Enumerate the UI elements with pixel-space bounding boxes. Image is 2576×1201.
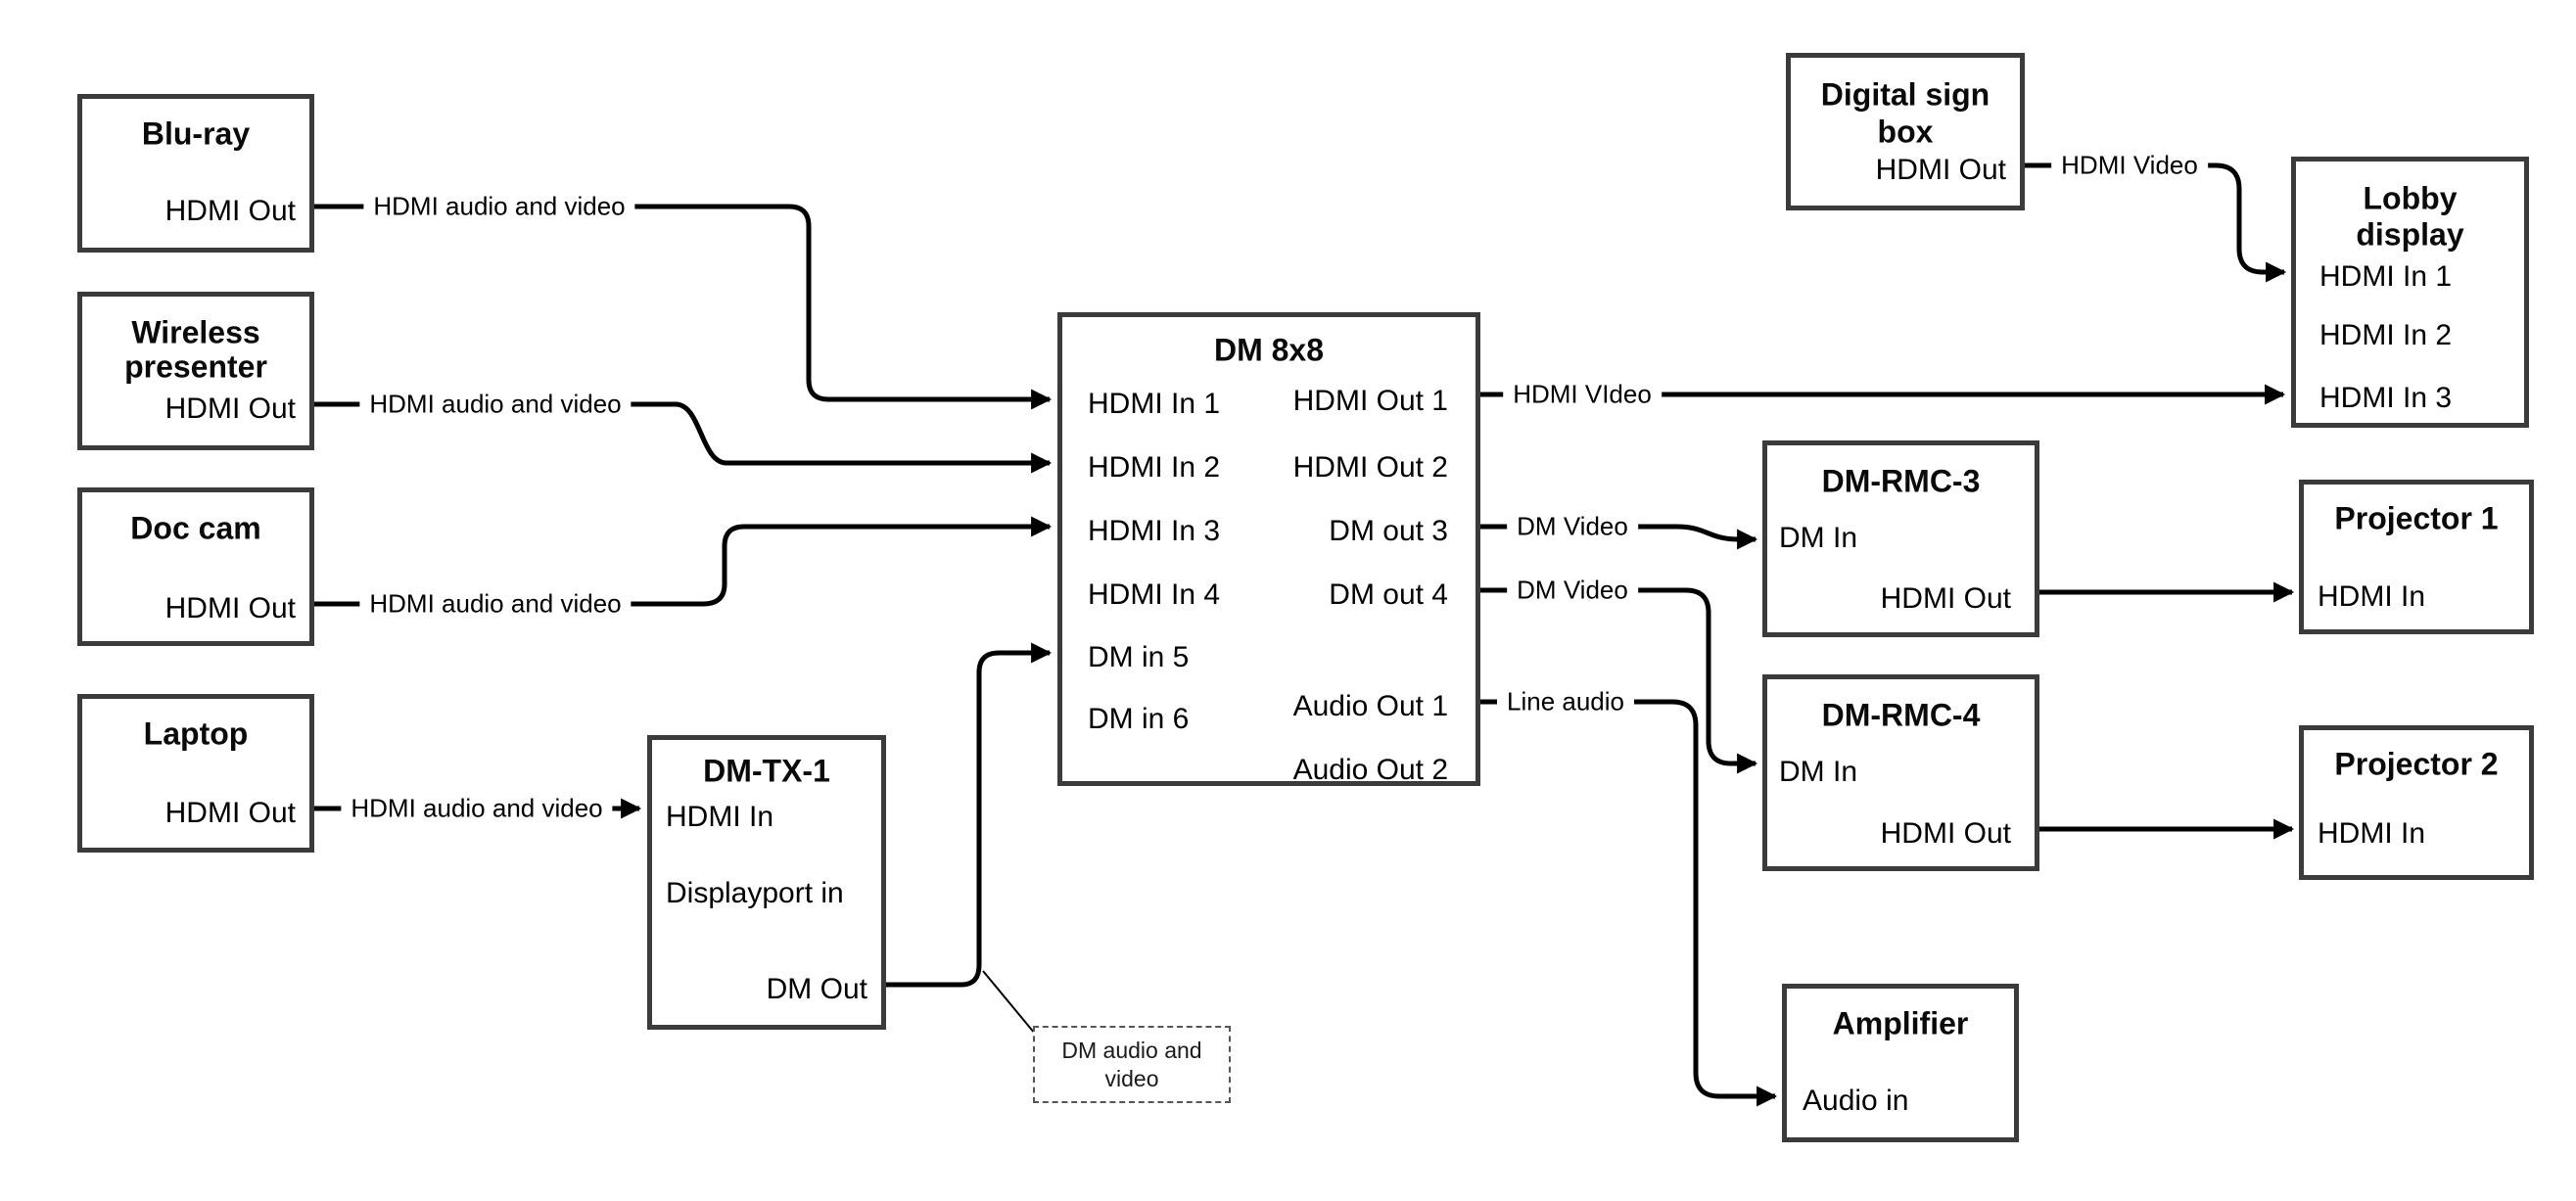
node-title: Laptop bbox=[143, 716, 249, 752]
port-hdmi-out: HDMI Out bbox=[164, 797, 296, 829]
node-projector-1: Projector 1 HDMI In bbox=[2299, 480, 2534, 634]
port-dm-in: DM In bbox=[1779, 522, 1858, 554]
note-line-1: DM audio and bbox=[1061, 1038, 1202, 1063]
node-title: DM 8x8 bbox=[1213, 332, 1325, 368]
port-dm-in-6: DM in 6 bbox=[1088, 703, 1190, 735]
node-title: Doc cam bbox=[130, 510, 261, 546]
node-dm-8x8: DM 8x8 HDMI In 1 HDMI In 2 HDMI In 3 HDM… bbox=[1057, 312, 1480, 786]
wire-label-digitalsign: HDMI Video bbox=[2051, 150, 2208, 181]
wire-label-doccam: HDMI audio and video bbox=[359, 588, 632, 620]
node-blu-ray: Blu-ray HDMI Out bbox=[77, 94, 314, 253]
port-hdmi-in: HDMI In bbox=[666, 801, 774, 833]
node-title: DM-RMC-3 bbox=[1821, 463, 1981, 499]
port-audio-out-2: Audio Out 2 bbox=[1292, 754, 1448, 786]
node-title: Digital sign bbox=[1820, 76, 1991, 113]
port-hdmi-out: HDMI Out bbox=[1875, 154, 2006, 186]
node-wireless-presenter: Wireless presenter HDMI Out bbox=[77, 292, 314, 450]
node-title: Projector 2 bbox=[2334, 746, 2499, 782]
port-hdmi-out-1: HDMI Out 1 bbox=[1292, 385, 1448, 417]
node-dm-tx-1: DM-TX-1 HDMI In Displayport in DM Out bbox=[647, 735, 886, 1030]
port-dm-out: DM Out bbox=[766, 973, 867, 1005]
node-title: Wireless bbox=[131, 314, 260, 350]
port-hdmi-in: HDMI In bbox=[2318, 817, 2426, 850]
node-digital-sign-box: Digital sign box HDMI Out bbox=[1786, 53, 2025, 210]
port-displayport-in: Displayport in bbox=[666, 877, 844, 909]
node-title-line2: display bbox=[2356, 216, 2464, 253]
node-title: DM-TX-1 bbox=[703, 753, 830, 789]
port-hdmi-in-1: HDMI In 1 bbox=[1088, 388, 1221, 420]
node-title: Blu-ray bbox=[141, 115, 251, 152]
wire-dm8x8-out4-to-rmc4 bbox=[1480, 587, 1758, 774]
port-hdmi-out: HDMI Out bbox=[1880, 817, 2011, 850]
port-hdmi-out: HDMI Out bbox=[164, 393, 296, 425]
node-dm-rmc-3: DM-RMC-3 DM In HDMI Out bbox=[1762, 440, 2039, 637]
node-title: DM-RMC-4 bbox=[1821, 697, 1981, 733]
wire-label-laptop: HDMI audio and video bbox=[341, 793, 613, 824]
port-hdmi-out: HDMI Out bbox=[164, 592, 296, 624]
note-line-2: video bbox=[1104, 1066, 1159, 1091]
port-hdmi-in: HDMI In bbox=[2318, 580, 2426, 613]
wire-label-wireless: HDMI audio and video bbox=[359, 389, 632, 420]
wire-label-dm-video-3: DM Video bbox=[1507, 511, 1638, 542]
wire-dm8x8-audio1-to-amp bbox=[1480, 699, 1778, 1107]
note-callout-line bbox=[982, 970, 1036, 1035]
port-hdmi-in-3: HDMI In 3 bbox=[2319, 382, 2453, 414]
port-dm-out-4: DM out 4 bbox=[1329, 578, 1448, 611]
node-projector-2: Projector 2 HDMI In bbox=[2299, 725, 2534, 880]
port-dm-in-5: DM in 5 bbox=[1088, 641, 1190, 673]
wire-dm8x8-out3-to-rmc3 bbox=[1480, 524, 1758, 550]
wire-label-line-audio: Line audio bbox=[1497, 686, 1634, 717]
port-hdmi-in-3: HDMI In 3 bbox=[1088, 515, 1221, 547]
node-title-line2: presenter bbox=[124, 348, 267, 385]
node-title-line2: box bbox=[1877, 114, 1934, 150]
port-audio-in: Audio in bbox=[1803, 1085, 1909, 1117]
node-dm-rmc-4: DM-RMC-4 DM In HDMI Out bbox=[1762, 674, 2039, 871]
node-amplifier: Amplifier Audio in bbox=[1782, 984, 2019, 1142]
node-title: Projector 1 bbox=[2334, 500, 2499, 536]
wire-label-hdmi-video-lobby: HDMI VIdeo bbox=[1503, 379, 1662, 410]
port-hdmi-out-2: HDMI Out 2 bbox=[1292, 451, 1448, 484]
node-title: Lobby bbox=[2363, 180, 2458, 216]
wire-bluray-to-dm8x8-in1 bbox=[313, 204, 1053, 410]
note-dm-audio-video: DM audio and video bbox=[1033, 1026, 1231, 1103]
port-hdmi-in-2: HDMI In 2 bbox=[1088, 451, 1221, 484]
node-lobby-display: Lobby display HDMI In 1 HDMI In 2 HDMI I… bbox=[2291, 157, 2529, 428]
port-hdmi-in-4: HDMI In 4 bbox=[1088, 578, 1221, 611]
wire-digitalsign-to-lobby-in1 bbox=[2025, 162, 2287, 283]
node-title: Amplifier bbox=[1832, 1005, 1969, 1041]
node-laptop: Laptop HDMI Out bbox=[77, 694, 314, 853]
port-hdmi-out: HDMI Out bbox=[1880, 582, 2011, 615]
wire-wireless-to-dm8x8-in2 bbox=[313, 401, 1053, 474]
node-doc-cam: Doc cam HDMI Out bbox=[77, 487, 314, 646]
port-audio-out-1: Audio Out 1 bbox=[1292, 690, 1448, 722]
port-hdmi-in-2: HDMI In 2 bbox=[2319, 319, 2453, 351]
port-dm-out-3: DM out 3 bbox=[1329, 515, 1448, 547]
wire-dmtx1-to-dm8x8-in5 bbox=[885, 642, 1053, 988]
port-dm-in: DM In bbox=[1779, 756, 1858, 788]
port-hdmi-in-1: HDMI In 1 bbox=[2319, 260, 2453, 293]
wire-doccam-to-dm8x8-in3 bbox=[313, 516, 1053, 607]
wire-label-dm-video-4: DM Video bbox=[1507, 575, 1638, 606]
port-hdmi-out: HDMI Out bbox=[164, 195, 296, 227]
wire-label-bluray: HDMI audio and video bbox=[363, 191, 635, 222]
